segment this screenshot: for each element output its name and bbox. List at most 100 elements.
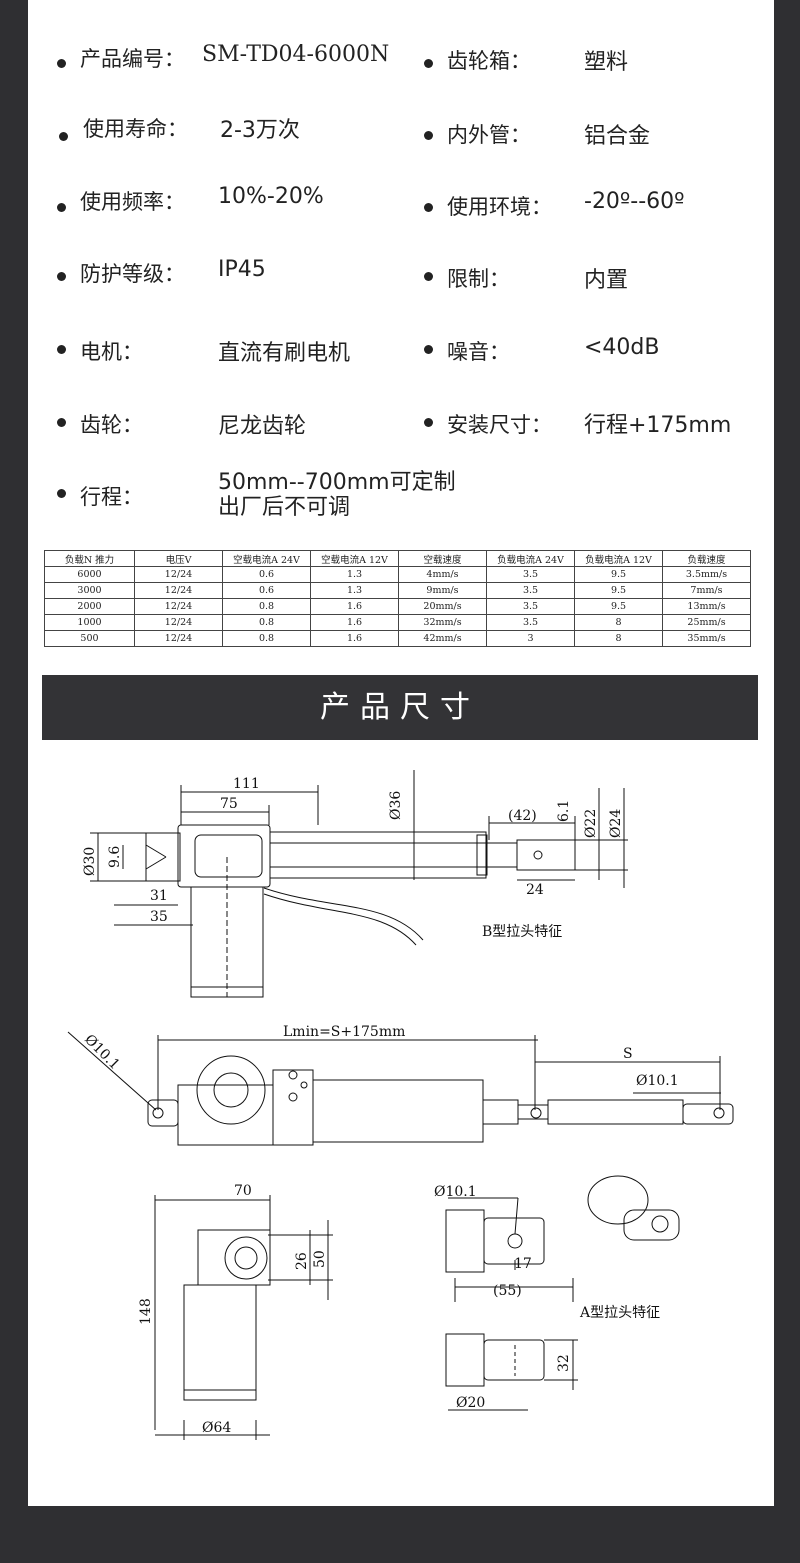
side-view xyxy=(90,770,628,998)
install-value: 行程+175mm xyxy=(584,413,732,438)
table-cell: 12/24 xyxy=(134,598,223,615)
table-cell: 12/24 xyxy=(134,582,223,599)
dim-hole-c: Ø10.1 xyxy=(434,1184,477,1200)
b-type-label: B型拉头特征 xyxy=(482,924,562,940)
table-cell: 3.5 xyxy=(486,582,575,599)
dim-22: Ø22 xyxy=(583,809,599,838)
dim-lmin: Lmin=S+175mm xyxy=(283,1024,405,1040)
ip-value: IP45 xyxy=(218,257,266,282)
table-cell: 1.3 xyxy=(310,582,399,599)
dim-64: Ø64 xyxy=(202,1420,231,1436)
env-value: -20º--60º xyxy=(584,189,685,214)
tube-value: 铝合金 xyxy=(584,124,651,149)
dim-20: Ø20 xyxy=(456,1395,485,1411)
section-banner: 产品尺寸 xyxy=(42,675,758,740)
bullet-icon xyxy=(424,131,433,140)
dim-30: Ø30 xyxy=(82,847,98,876)
table-cell: 9.5 xyxy=(574,598,663,615)
dim-9-6: 9.6 xyxy=(107,846,123,868)
table-cell: 32mm/s xyxy=(398,614,487,631)
dim-hole-b: Ø10.1 xyxy=(636,1073,679,1089)
table-header-cell: 空载电流A 24V xyxy=(222,550,311,567)
table-cell: 9mm/s xyxy=(398,582,487,599)
table-header-cell: 负载电流A 12V xyxy=(574,550,663,567)
table-row: 6000 12/24 0.6 1.3 4mm/s 3.5 9.5 3.5mm/s xyxy=(44,566,751,583)
table-cell: 1000 xyxy=(44,614,135,631)
table-cell: 1.6 xyxy=(310,598,399,615)
table-cell: 0.6 xyxy=(222,582,311,599)
product-card xyxy=(28,0,774,1506)
table-cell: 3.5 xyxy=(486,566,575,583)
limit-label: 限制： xyxy=(447,267,510,291)
dim-111: 111 xyxy=(233,776,260,792)
front-view xyxy=(67,1031,734,1146)
table-cell: 1.3 xyxy=(310,566,399,583)
table-cell: 25mm/s xyxy=(662,614,751,631)
bullet-icon xyxy=(59,132,68,141)
gearbox-value: 塑料 xyxy=(584,50,629,75)
table-cell: 9.5 xyxy=(574,566,663,583)
table-cell: 13mm/s xyxy=(662,598,751,615)
model-value: SM-TD04-6000N xyxy=(202,42,390,67)
life-label: 使用寿命： xyxy=(83,117,188,141)
dim-36: Ø36 xyxy=(388,791,404,820)
limit-value: 内置 xyxy=(584,268,629,293)
table-row: 1000 12/24 0.8 1.6 32mm/s 3.5 8 25mm/s xyxy=(44,614,751,631)
dim-24: 24 xyxy=(526,882,544,898)
motor-label: 电机： xyxy=(80,340,143,364)
bullet-icon xyxy=(57,489,66,498)
dim-hole-a: Ø10.1 xyxy=(81,1032,122,1073)
dim-70: 70 xyxy=(234,1183,252,1199)
end-view xyxy=(154,1195,333,1440)
table-cell: 12/24 xyxy=(134,630,223,647)
bullet-icon xyxy=(57,203,66,212)
table-cell: 0.8 xyxy=(222,630,311,647)
duty-label: 使用频率： xyxy=(80,190,185,214)
gear-value: 尼龙齿轮 xyxy=(218,414,307,439)
bullet-icon xyxy=(424,203,433,212)
dim-6-1: 6.1 xyxy=(556,800,572,822)
dim-s: S xyxy=(623,1046,633,1062)
table-header-cell: 负载电流A 24V xyxy=(486,550,575,567)
table-cell: 1.6 xyxy=(310,614,399,631)
table-cell: 42mm/s xyxy=(398,630,487,647)
ip-label: 防护等级： xyxy=(80,262,185,286)
dim-42: (42) xyxy=(508,808,537,824)
table-header-cell: 空载速度 xyxy=(398,550,487,567)
dim-55: (55) xyxy=(493,1283,522,1299)
table-header-cell: 空载电流A 12V xyxy=(310,550,399,567)
a-type-label: A型拉头特征 xyxy=(579,1305,660,1321)
table-cell: 0.6 xyxy=(222,566,311,583)
dim-75: 75 xyxy=(220,796,238,812)
bullet-icon xyxy=(57,59,66,68)
dim-148: 148 xyxy=(138,1298,154,1325)
table-row: 2000 12/24 0.8 1.6 20mm/s 3.5 9.5 13mm/s xyxy=(44,598,751,615)
gear-label: 齿轮： xyxy=(80,413,143,437)
table-header-row: 负载N 推力 电压V 空载电流A 24V 空载电流A 12V 空载速度 负载电流… xyxy=(44,550,751,567)
table-cell: 3.5 xyxy=(486,598,575,615)
table-cell: 12/24 xyxy=(134,614,223,631)
table-cell: 20mm/s xyxy=(398,598,487,615)
dim-17: 17 xyxy=(514,1256,532,1272)
table-cell: 35mm/s xyxy=(662,630,751,647)
env-label: 使用环境： xyxy=(447,195,552,219)
model-label: 产品编号： xyxy=(80,47,185,71)
table-cell: 8 xyxy=(574,614,663,631)
install-label: 安装尺寸： xyxy=(447,413,552,437)
dim-31: 31 xyxy=(150,888,168,904)
noise-label: 噪音： xyxy=(447,340,510,364)
bullet-icon xyxy=(57,418,66,427)
dim-35: 35 xyxy=(150,909,168,925)
dim-32: 32 xyxy=(556,1354,572,1372)
table-row: 500 12/24 0.8 1.6 42mm/s 3 8 35mm/s xyxy=(44,630,751,647)
bullet-icon xyxy=(57,345,66,354)
table-cell: 4mm/s xyxy=(398,566,487,583)
dim-24-dia: Ø24 xyxy=(608,809,624,838)
load-table: 负载N 推力 电压V 空载电流A 24V 空载电流A 12V 空载速度 负载电流… xyxy=(44,550,751,647)
tube-label: 内外管： xyxy=(447,123,531,147)
motor-value: 直流有刷电机 xyxy=(218,341,351,366)
table-cell: 7mm/s xyxy=(662,582,751,599)
noise-value: <40dB xyxy=(584,335,660,360)
table-cell: 3.5 xyxy=(486,614,575,631)
dim-26: 26 xyxy=(294,1252,310,1270)
